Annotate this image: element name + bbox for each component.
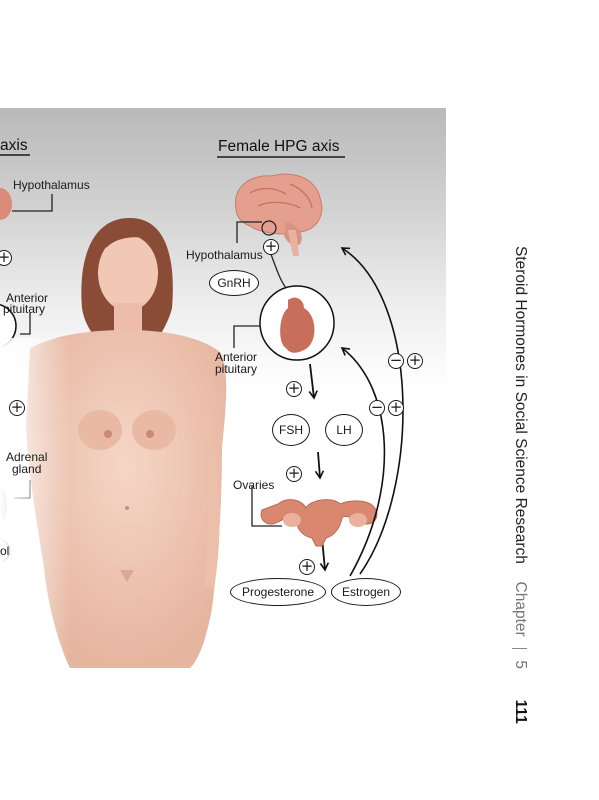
ovaries-label: Ovaries [233,478,275,492]
estrogen-node: Estrogen [331,578,401,606]
plus-pituitary-feedback: + [388,398,404,416]
left-pituitary-circle [0,304,17,348]
running-header-chapter-number: 5 [512,660,529,669]
pituitary-illustration [280,297,315,353]
gnrh-node: GnRH [209,270,259,296]
feedback-arrow-hypothalamus [340,247,404,575]
left-plus-2: + [9,398,25,416]
fsh-node: FSH [272,414,310,446]
woman-figure [0,218,227,668]
left-brain-partial [0,188,12,220]
figure-drawing [0,154,404,668]
left-anterior-label: Anterior [6,291,49,305]
hypothalamus-label: Hypothalamus [186,248,263,262]
left-bottom-partial-label: ol [0,544,10,558]
left-plus-1: + [0,250,12,266]
running-header-title: Steroid Hormones in Social Science Resea… [512,246,529,564]
ovaries-illustration [260,499,378,547]
plus-gnrh: + [263,237,279,255]
minus-pituitary-feedback: − [369,398,385,416]
running-header-chapter-label: Chapter [512,581,529,637]
lh-node: LH [325,414,363,446]
left-hypothalamus-label: Hypothalamus [13,178,90,192]
minus-hypothalamus-feedback: − [388,351,404,369]
left-gland-label: gland [12,462,42,476]
left-adrenal-label: Adrenal [6,450,48,464]
left-axis-title: axis [0,137,28,154]
right-axis-title: Female HPG axis [218,138,340,155]
pituitary-label: pituitary [215,362,258,376]
hpg-axis-figure: axis Female HPG axis Hypothalamus Anteri… [0,108,446,668]
brain-illustration [234,173,323,256]
progesterone-node: Progesterone [230,578,326,606]
left-pituitary-label: pituitary [3,302,46,316]
plus-ovaries: + [286,464,302,482]
arrow-hormones-ovaries [314,451,325,480]
plus-pituitary-output: + [286,379,302,397]
plus-steroids: + [299,557,315,575]
plus-hypothalamus-feedback: + [407,351,423,369]
arrow-pituitary-fsh [308,363,318,400]
page-number: 111 [512,699,529,724]
running-header-separator [512,648,528,649]
running-header: Steroid Hormones in Social Science Resea… [495,246,529,724]
feedback-arrow-pituitary [340,347,386,577]
anterior-label: Anterior [215,350,258,364]
